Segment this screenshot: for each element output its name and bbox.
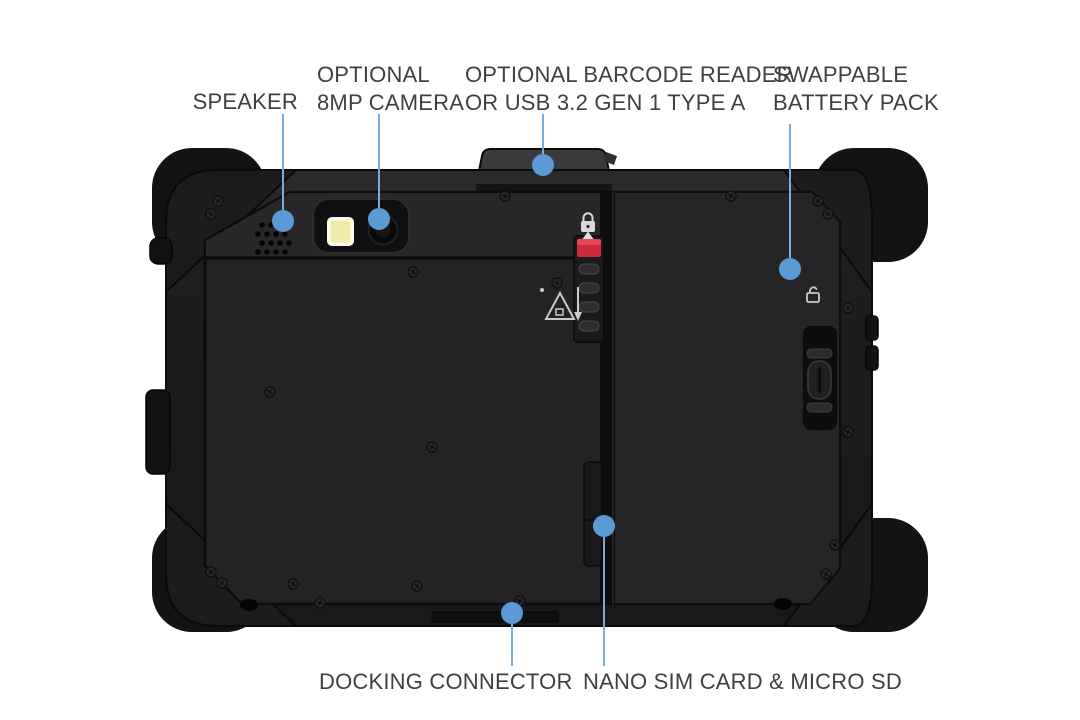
battery-label-line1: SWAPPABLE <box>773 62 909 87</box>
speaker-callout-dot <box>272 210 294 232</box>
docking-label-text: DOCKING CONNECTOR <box>319 669 573 694</box>
battery-lock-slider <box>801 324 839 432</box>
barcode-usb-label: OPTIONAL BARCODE READER OR USB 3.2 GEN 1… <box>465 61 793 117</box>
sim-sd-label-text: NANO SIM CARD & MICRO SD <box>583 669 902 694</box>
docking-label: DOCKING CONNECTOR <box>319 668 573 696</box>
camera-callout-dot <box>368 208 390 230</box>
battery-pack-panel <box>613 191 841 605</box>
battery-label-line2: BATTERY PACK <box>773 90 939 115</box>
sim-sd-label: NANO SIM CARD & MICRO SD <box>583 668 902 696</box>
barcode-usb-label-line1: OPTIONAL BARCODE READER <box>465 62 793 87</box>
speaker-label-text: SPEAKER <box>192 89 298 114</box>
camera-module <box>312 198 410 254</box>
warning-triangle-icon <box>540 287 582 321</box>
barcode-usb-label-line2: OR USB 3.2 GEN 1 TYPE A <box>465 90 746 115</box>
battery-label: SWAPPABLE BATTERY PACK <box>773 61 939 117</box>
camera-label-line1: OPTIONAL <box>317 62 430 87</box>
speaker-label: SPEAKER <box>158 88 298 116</box>
top-bevel-highlight <box>230 172 810 190</box>
callout-markers <box>272 114 801 666</box>
docking-callout-dot <box>501 602 523 624</box>
battery-callout-dot <box>779 258 801 280</box>
barcode-bump-shadow <box>476 184 612 194</box>
side-port-covers <box>145 237 879 475</box>
docking-connector-notch <box>431 611 559 623</box>
unlock-icon <box>806 286 820 303</box>
camera-label: OPTIONAL 8MP CAMERA <box>317 61 464 117</box>
sim-callout-dot <box>593 515 615 537</box>
barcode-callout-dot <box>532 154 554 176</box>
camera-label-line2: 8MP CAMERA <box>317 90 465 115</box>
lanyard-holes <box>240 598 792 611</box>
sim-sd-door <box>583 461 603 567</box>
battery-latch <box>573 235 605 343</box>
lock-icon <box>581 212 595 239</box>
